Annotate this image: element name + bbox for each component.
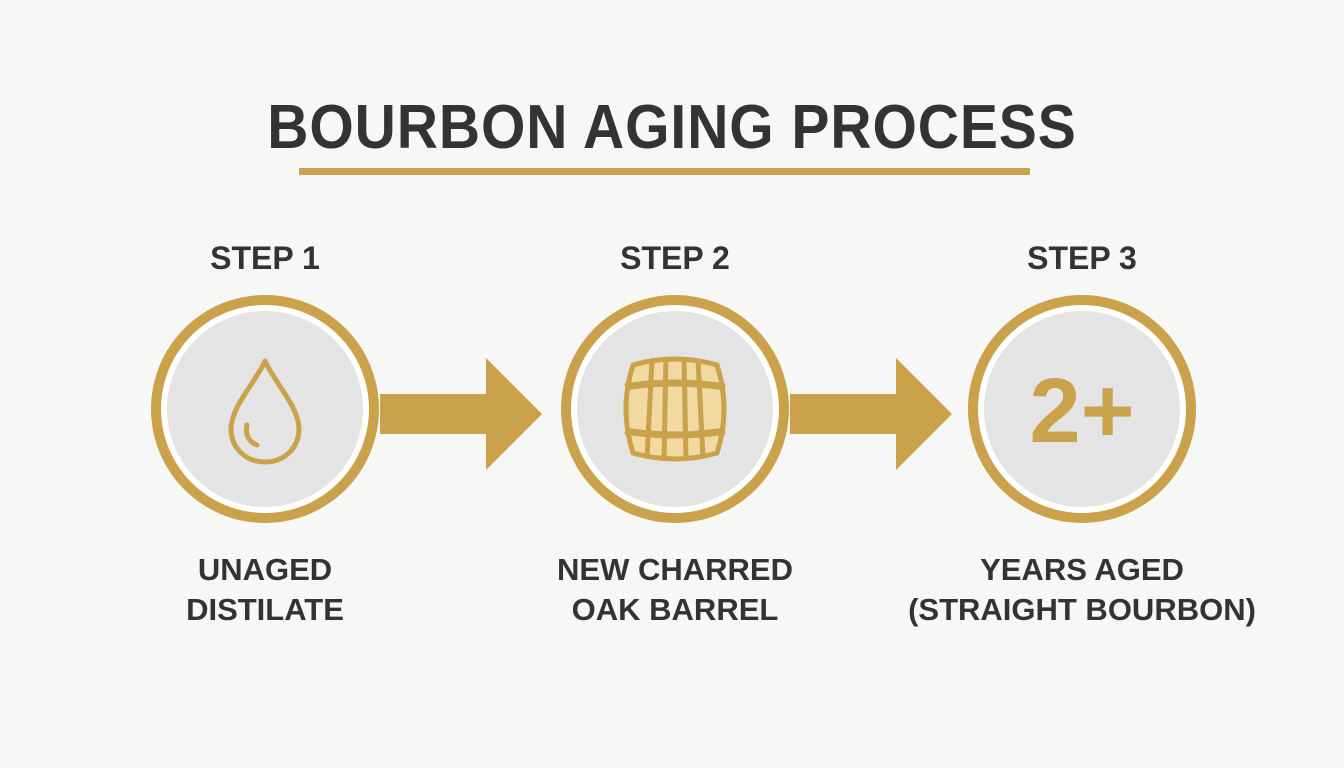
title-underline	[299, 168, 1030, 175]
step-2-caption-line-1: NEW CHARRED	[557, 552, 793, 587]
oak-barrel-icon	[623, 356, 727, 462]
arrow-right-icon	[790, 358, 952, 470]
step-1-label: STEP 1	[210, 240, 320, 276]
arrow-right-icon	[380, 358, 542, 470]
step-3-caption-line-1: YEARS AGED	[980, 552, 1184, 587]
step-1-caption-line-1: UNAGED	[197, 552, 333, 587]
step-1-caption-line-2: DISTILATE	[186, 592, 344, 627]
step-1-caption: UNAGED DISTILATE	[75, 550, 455, 630]
page-title: BOURBON AGING PROCESS	[267, 93, 1077, 162]
years-aged-value: 2+	[1030, 360, 1135, 462]
step-3-label: STEP 3	[1027, 240, 1137, 276]
step-2-label: STEP 2	[620, 240, 730, 276]
step-1-circle	[151, 295, 379, 523]
step-3-caption: YEARS AGED (STRAIGHT BOURBON)	[892, 550, 1272, 630]
step-3-circle: 2+	[968, 295, 1196, 523]
step-3-caption-line-2: (STRAIGHT BOURBON)	[908, 592, 1256, 627]
step-2-caption-line-2: OAK BARREL	[571, 592, 779, 627]
water-drop-icon	[228, 358, 302, 465]
step-2-circle	[561, 295, 789, 523]
step-2-caption: NEW CHARRED OAK BARREL	[485, 550, 865, 630]
